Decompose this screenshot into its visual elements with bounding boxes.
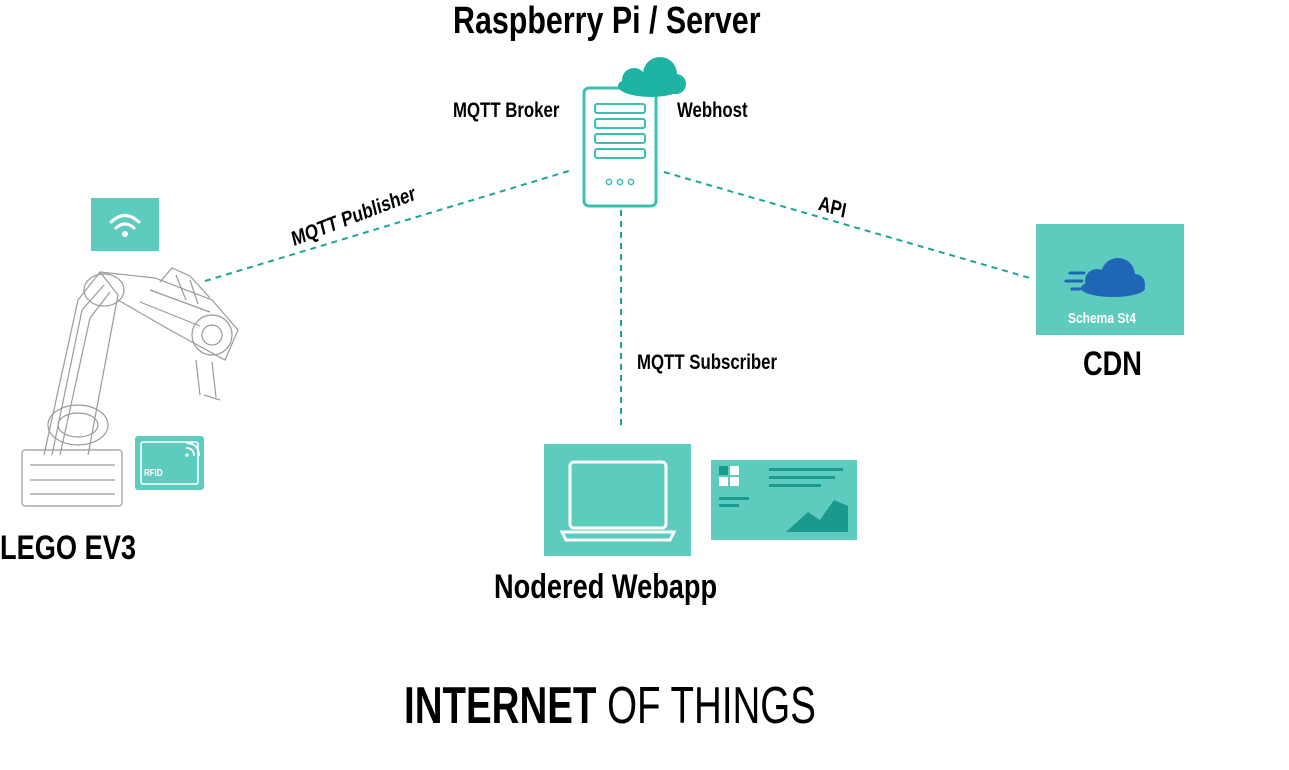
robot-name: LEGO EV3 — [0, 529, 137, 567]
footer-rest: OF THINGS — [596, 677, 816, 735]
cloud-icon — [618, 57, 686, 97]
dashboard-icon — [711, 460, 857, 540]
robot-arm-icon — [21, 267, 239, 507]
rfid-label: RFID — [144, 468, 163, 479]
cdn-name: CDN — [1083, 345, 1142, 383]
rfid-icon — [135, 436, 204, 490]
publisher-link — [204, 169, 573, 282]
api-link — [663, 171, 1031, 279]
laptop-icon — [544, 444, 691, 556]
cdn-cloud-icon — [1036, 224, 1184, 335]
wifi-icon — [91, 198, 159, 251]
footer-title: INTERNET OF THINGS — [404, 676, 816, 736]
webapp-name: Nodered Webapp — [494, 568, 718, 606]
webhost-label: Webhost — [677, 99, 748, 122]
footer-bold: INTERNET — [404, 677, 597, 735]
cdn-card-label: Schema St4 — [1068, 310, 1137, 327]
server-title: Raspberry Pi / Server — [453, 0, 761, 42]
mqtt-broker-label: MQTT Broker — [453, 99, 560, 122]
mqtt-subscriber-label: MQTT Subscriber — [637, 351, 778, 374]
server-icon — [582, 86, 658, 208]
